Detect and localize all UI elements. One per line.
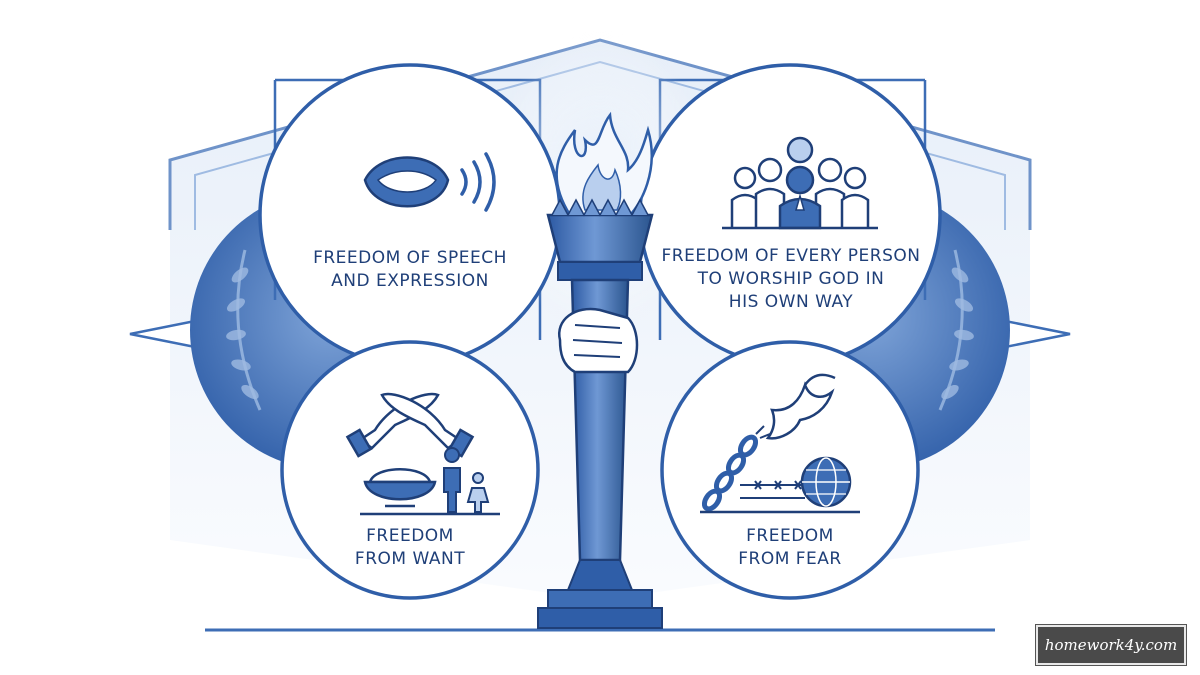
parent-child-icon [443, 447, 490, 513]
label-freedom-from-fear: FREEDOM FROM FEAR [710, 525, 870, 571]
mouth-icon [363, 156, 450, 208]
label-line: HIS OWN WAY [728, 292, 854, 312]
label-line: FREEDOM [746, 526, 834, 546]
label-line: FREEDOM [366, 526, 454, 546]
torch-icon [537, 111, 663, 629]
label-line: TO WORSHIP GOD IN [697, 269, 885, 289]
sound-waves-icon [460, 152, 496, 212]
globe-icon [800, 456, 852, 508]
label-freedom-from-want: FREEDOM FROM WANT [330, 525, 490, 571]
label-line: FROM FEAR [738, 549, 842, 569]
food-bowl-icon [363, 468, 437, 508]
praying-person-icon [778, 165, 822, 230]
label-freedom-of-speech: FREEDOM OF SPEECH AND EXPRESSION [290, 247, 530, 293]
people-group-icon [730, 136, 870, 228]
panel-circles [258, 63, 942, 600]
label-line: FREEDOM OF SPEECH [313, 248, 507, 268]
label-freedom-of-worship: FREEDOM OF EVERY PERSON TO WORSHIP GOD I… [660, 245, 922, 314]
barbed-wire-icon [740, 480, 805, 499]
broken-chain-icon [701, 425, 771, 512]
panel-speech-circle [258, 63, 562, 367]
panel-fear-circle [660, 340, 920, 600]
watermark: homework4y.com [1036, 625, 1186, 665]
label-line: AND EXPRESSION [331, 271, 489, 291]
label-line: FREEDOM OF EVERY PERSON [661, 246, 921, 266]
dove-icon [765, 373, 836, 440]
label-line: FROM WANT [354, 549, 466, 569]
